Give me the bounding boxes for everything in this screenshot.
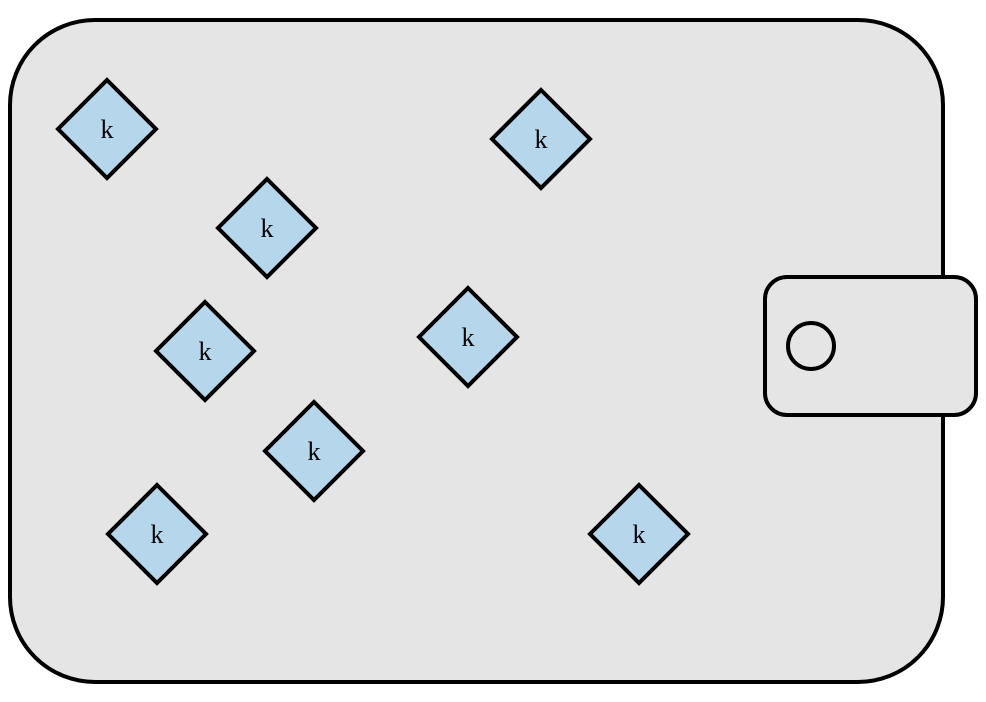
key-diamond-shape <box>55 77 159 181</box>
key-diamond: k <box>55 77 159 181</box>
key-diamond-shape <box>489 87 593 191</box>
key-diamond: k <box>416 285 520 389</box>
key-label: k <box>535 125 548 154</box>
key-label: k <box>199 337 212 366</box>
wallet-clasp <box>763 275 978 417</box>
key-diamond: k <box>105 482 209 586</box>
key-diamond-shape <box>587 482 691 586</box>
key-label: k <box>101 115 114 144</box>
key-label: k <box>633 520 646 549</box>
key-diamond: k <box>587 482 691 586</box>
key-diamond: k <box>489 87 593 191</box>
key-label: k <box>462 323 475 352</box>
key-diamond-shape <box>153 299 257 403</box>
key-diamond: k <box>153 299 257 403</box>
keys-layer: k k k k k k k k <box>55 77 691 586</box>
key-label: k <box>261 214 274 243</box>
key-label: k <box>151 520 164 549</box>
clasp-button <box>786 321 836 371</box>
key-diamond: k <box>215 176 319 280</box>
clasp-tab <box>763 275 978 417</box>
key-diamond: k <box>262 399 366 503</box>
key-diamond-shape <box>215 176 319 280</box>
key-label: k <box>308 437 321 466</box>
key-diamond-shape <box>105 482 209 586</box>
key-diamond-shape <box>262 399 366 503</box>
key-diamond-shape <box>416 285 520 389</box>
